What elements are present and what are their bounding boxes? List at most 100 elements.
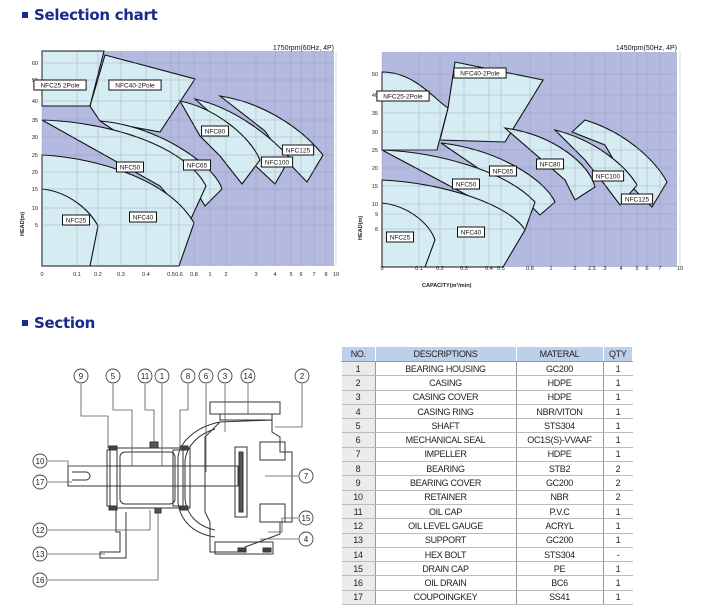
bearing-cover-left xyxy=(106,449,118,507)
callout-number: 10 xyxy=(36,457,45,466)
part-no: 12 xyxy=(341,518,375,534)
x-tick-label: 3 xyxy=(254,272,257,278)
x-tick-label: 4 xyxy=(273,272,276,278)
part-material: PE xyxy=(515,561,603,577)
part-description: OIL CAP xyxy=(374,504,516,520)
x-tick-label: 0.6 xyxy=(175,272,183,278)
part-no: 6 xyxy=(341,432,375,448)
chart-60hz-svg: 1750rpm(60Hz, 4P)510152025303540506000.1… xyxy=(20,45,339,298)
callout-number: 11 xyxy=(141,372,150,381)
y-tick-label: 20 xyxy=(32,170,38,176)
regions xyxy=(41,50,324,267)
part-qty: 1 xyxy=(602,533,633,548)
region-label-box xyxy=(33,79,87,91)
part-material: HDPE xyxy=(515,375,603,391)
region-label: NFC50 xyxy=(120,165,141,172)
part-description: CASING COVER xyxy=(374,390,516,405)
callout-circle xyxy=(32,474,48,490)
region-label: NFC65 xyxy=(493,169,514,176)
grid xyxy=(381,52,681,267)
part-no: 9 xyxy=(341,475,375,491)
y-tick-label: 8 xyxy=(375,227,378,233)
callout-circle xyxy=(137,368,153,384)
x-tick-label: 1 xyxy=(549,266,552,272)
callout-circle xyxy=(154,368,170,384)
region-label: NFC25-2Pole xyxy=(383,94,423,101)
region-label: NFC25 2Pole xyxy=(40,83,79,90)
chart-title: 1450rpm(50Hz, 4P) xyxy=(616,45,677,52)
region-label-box xyxy=(281,144,315,156)
oil-drain xyxy=(154,507,162,514)
part-description: MECHANICAL SEAL xyxy=(374,432,516,448)
x-tick-label: 0.4 xyxy=(485,266,493,272)
x-tick-label: 3 xyxy=(603,266,606,272)
callout-circle xyxy=(298,531,314,547)
callout-circle xyxy=(32,572,48,588)
part-no: 10 xyxy=(341,490,375,505)
casing-foot xyxy=(214,541,274,555)
callout-circle xyxy=(32,453,48,469)
part-qty: 1 xyxy=(602,504,633,520)
region-label: NFC80 xyxy=(540,162,561,169)
part-qty: 1 xyxy=(602,404,633,420)
x-tick-label: 0.8 xyxy=(526,266,534,272)
flange-neck xyxy=(219,413,273,421)
part-material: STB2 xyxy=(515,461,603,477)
part-description: OIL LEVEL GAUGE xyxy=(374,518,516,534)
x-tick-label: 5 xyxy=(289,272,292,278)
part-no: 7 xyxy=(341,447,375,463)
part-qty: 2 xyxy=(602,490,633,505)
region-label: NFC50 xyxy=(456,182,477,189)
x-tick-label: 0.3 xyxy=(460,266,468,272)
casing-cover-inner xyxy=(184,428,216,531)
region-label: NFC100 xyxy=(596,174,621,181)
part-material: OC1S(S)-VVAAF xyxy=(515,432,603,448)
region-label-box xyxy=(591,170,625,182)
callout-circle xyxy=(298,468,314,484)
x-tick-label: 2.5 xyxy=(588,266,596,272)
region-nfc125 xyxy=(218,95,324,183)
region-label-box xyxy=(620,193,654,205)
bolt xyxy=(108,445,118,451)
callout-number: 8 xyxy=(186,372,191,381)
part-description: BEARING xyxy=(374,461,516,477)
callout-circle xyxy=(217,368,233,384)
part-qty: 1 xyxy=(602,418,633,434)
impeller xyxy=(234,446,248,518)
impeller-blade xyxy=(238,451,244,513)
x-tick-label: 0.2 xyxy=(94,272,102,278)
part-qty: 1 xyxy=(602,561,633,577)
callout-circle xyxy=(198,368,214,384)
callout-number: 14 xyxy=(244,372,253,381)
chart-title: 1750rpm(60Hz, 4P) xyxy=(273,45,334,52)
region-label: NFC100 xyxy=(265,160,290,167)
callout-number: 6 xyxy=(204,372,209,381)
part-material: BC6 xyxy=(515,575,603,591)
y-tick-label: 35 xyxy=(372,111,378,117)
callout-circle xyxy=(240,368,256,384)
callout-number: 1 xyxy=(160,372,165,381)
part-material: GC200 xyxy=(515,533,603,548)
part-material: NBR/VITON xyxy=(515,404,603,420)
region-label: NFC25 xyxy=(390,235,411,242)
part-description: HEX BOLT xyxy=(374,547,516,563)
bolt xyxy=(179,445,189,451)
y-tick-label: 15 xyxy=(372,184,378,190)
region-label-box xyxy=(453,67,507,79)
part-qty: 1 xyxy=(602,518,633,534)
region-label: NFC40-2Pole xyxy=(115,83,155,90)
region-label-box xyxy=(62,214,90,226)
bullet-icon xyxy=(22,12,28,18)
x-tick-label: 10 xyxy=(677,266,683,272)
region-label-box xyxy=(376,90,430,102)
shaft xyxy=(67,465,239,487)
callout-circle xyxy=(105,368,121,384)
